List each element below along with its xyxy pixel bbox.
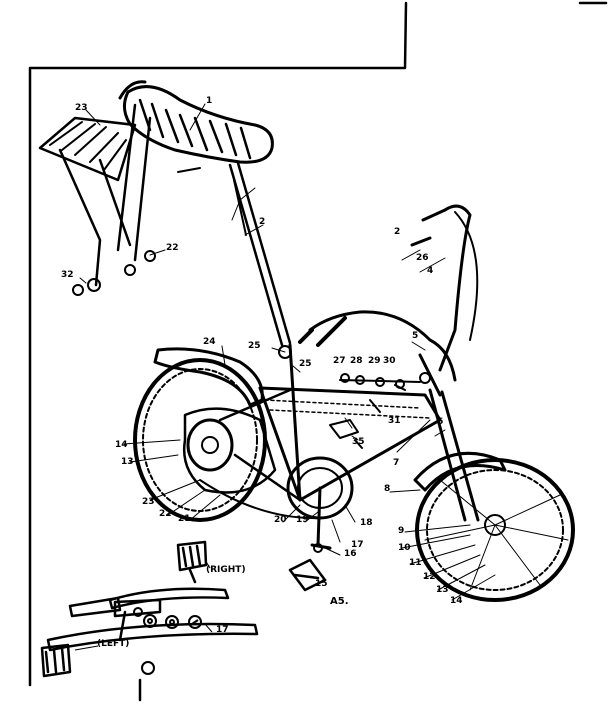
callout-22: 22 — [166, 243, 179, 253]
callout-5: 5 — [412, 331, 419, 341]
seat-bolt — [177, 167, 247, 236]
chain-guard — [182, 407, 277, 494]
callout-22-guard: 22 — [159, 509, 172, 519]
rear-wheel — [133, 358, 267, 522]
callout-20: 20 — [274, 515, 287, 525]
callout-8: 8 — [384, 484, 391, 494]
right-lever-label: (RIGHT) — [206, 565, 246, 575]
callout-25-clamp: 25 — [299, 359, 312, 369]
seat-post — [228, 161, 292, 347]
callout-14-rear: 14 — [115, 440, 128, 450]
rear-carrier — [38, 116, 156, 296]
callout-1: 1 — [206, 96, 213, 106]
callout-2-lever: 2 — [394, 227, 401, 237]
callout-32: 32 — [61, 270, 74, 280]
callout-14-front: 14 — [450, 596, 463, 606]
stem-parts — [339, 379, 421, 413]
callout-21: 21 — [178, 514, 191, 524]
brake-part-number: 17 — [216, 625, 229, 635]
callout-29: 29 — [368, 356, 381, 366]
crank-assembly — [199, 456, 354, 550]
callout-31: 31 — [388, 416, 401, 426]
callout-7: 7 — [393, 458, 400, 468]
brake-small-parts — [133, 607, 202, 675]
brake-lever-assembly — [40, 540, 259, 702]
bike-frame — [218, 343, 442, 502]
front-fender — [413, 451, 507, 492]
callout-13-front: 13 — [436, 585, 449, 595]
callout-27: 27 — [333, 356, 346, 366]
callout-12: 12 — [423, 572, 436, 582]
handlebars — [298, 204, 479, 382]
callout-25-post: 25 — [248, 341, 261, 351]
callout-26: 26 — [416, 253, 429, 263]
callout-19: 19 — [296, 515, 309, 525]
callout-2: 2 — [259, 217, 266, 227]
callout-24: 24 — [203, 337, 216, 347]
callout-6: 6 — [437, 417, 444, 427]
callout-11: 11 — [409, 558, 422, 568]
callout-10: 10 — [398, 543, 411, 553]
callout-4: 4 — [427, 266, 434, 276]
callout-16: 16 — [344, 549, 357, 559]
callout-9: 9 — [398, 526, 405, 536]
frame-border — [28, 1, 608, 687]
left-lever-label: (LEFT) — [97, 639, 130, 649]
mid-brackets — [329, 419, 363, 449]
callout-17: 17 — [351, 540, 364, 550]
callout-18: 18 — [360, 518, 373, 528]
callout-15: 15 — [315, 579, 328, 589]
callout-23: 23 — [75, 103, 88, 113]
front-wheel — [415, 458, 575, 602]
callout-35: 35 — [352, 437, 365, 447]
callout-23-chain: 23 — [142, 497, 155, 507]
callout-13-rear: 13 — [121, 457, 134, 467]
callout-30: 30 — [383, 356, 396, 366]
callout-28: 28 — [350, 356, 363, 366]
figure-id: A5. — [330, 596, 349, 607]
